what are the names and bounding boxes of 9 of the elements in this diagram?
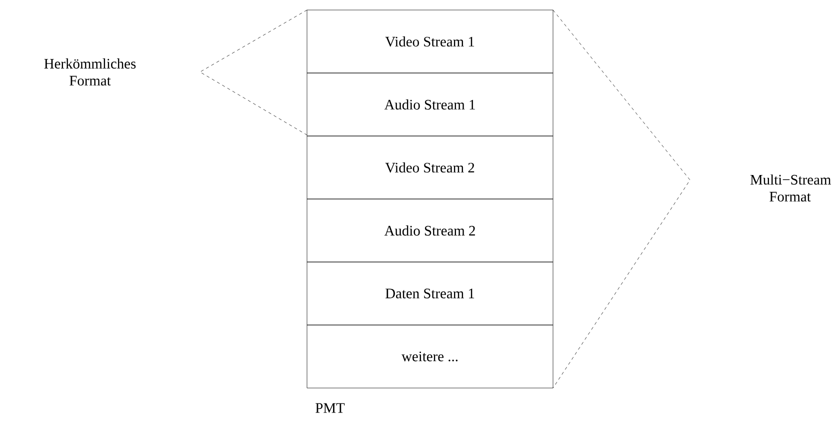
table-cell: Video Stream 2 [306, 136, 554, 200]
label: Herkömmliches Format [44, 58, 136, 86]
label: Multi−Stream Format [750, 174, 831, 202]
table-cell: Audio Stream 2 [306, 198, 554, 262]
table-cell: weitere ... [306, 324, 554, 388]
table-cell: Daten Stream 1 [306, 262, 554, 326]
table-cell: Audio Stream 1 [306, 72, 554, 136]
table-cell: Video Stream 1 [306, 10, 554, 74]
label: PMT [316, 403, 345, 413]
